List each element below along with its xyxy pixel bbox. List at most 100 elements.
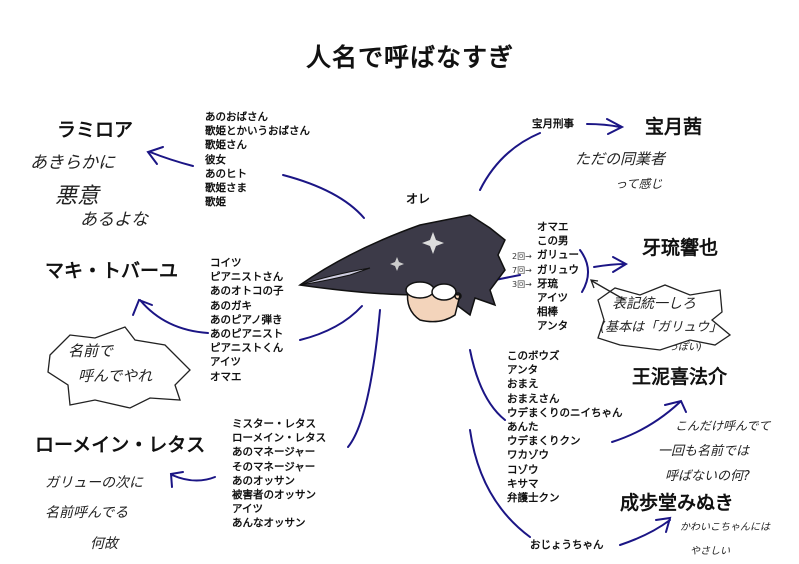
- note-line: 名前で: [68, 342, 114, 360]
- nickname: コイツ: [210, 257, 242, 269]
- character-name-romein: ローメイン・レタス: [35, 434, 206, 456]
- note-line: あるよな: [80, 210, 148, 230]
- nickname-list-akane: 宝月刑事: [532, 117, 574, 131]
- nickname-list-odoroki: このボウズ アンタ おまえ おまえさん ウデまくりのニイちゃん あんた ウデまく…: [507, 350, 623, 506]
- nickname: アイツ: [537, 291, 568, 304]
- nickname-list-maki: コイツ ピアニストさん あのオトコの子 あのガキ あのピアノ弾き あのピアニスト…: [210, 256, 284, 384]
- note-line: っぽい): [668, 342, 702, 353]
- note-line: 悪意: [55, 184, 100, 209]
- note-line: ただの同業者: [575, 150, 666, 168]
- connector-gyakuten: [494, 274, 521, 281]
- note-line: 呼ばないの何?: [665, 469, 750, 484]
- character-name-minuki: 成歩堂みぬき: [620, 492, 734, 514]
- nickname: ピアニストくん: [210, 342, 284, 355]
- nickname: あんた: [507, 420, 539, 433]
- nickname: コゾウ: [507, 463, 539, 476]
- nickname: 彼女: [205, 153, 226, 166]
- arrow-kyoya: [593, 256, 629, 273]
- nickname: ガリュー: [537, 249, 579, 262]
- nickname: 牙琉: [537, 277, 558, 290]
- nickname: 宝月刑事: [532, 118, 574, 130]
- note-line: ガリューの次に: [45, 475, 143, 491]
- nickname: あのピアニスト: [210, 327, 284, 340]
- character-name-maki: マキ・トバーユ: [45, 260, 179, 282]
- connector-romein: [347, 309, 381, 448]
- nickname: 歌姫さん: [205, 139, 247, 152]
- nickname: あんなオッサン: [232, 517, 306, 530]
- nickname: 被害者のオッサン: [232, 488, 316, 501]
- arrow-note-kyoya: [590, 279, 626, 301]
- nickname: おまえさん: [507, 392, 560, 405]
- nickname: ワカゾウ: [507, 449, 549, 462]
- nickname: あのガキ: [210, 299, 252, 312]
- character-name-kyoya: 牙琉響也: [642, 237, 719, 259]
- speech-bubble-kyoya: [597, 284, 732, 351]
- nickname: あのヒト: [205, 167, 247, 180]
- note-line: 名前呼んでる: [45, 505, 129, 521]
- arrow-ramiroa: [146, 146, 194, 167]
- arrow-akane: [586, 118, 625, 135]
- nickname-list-minuki: おじょうちゃん: [530, 538, 604, 552]
- nickname: ピアニストさん: [210, 271, 284, 284]
- nickname: おじょうちゃん: [530, 539, 604, 551]
- arrow-romein: [169, 471, 216, 488]
- nickname: ガリュウ: [537, 263, 579, 276]
- note-line: (基本は「ガリュウ」: [600, 320, 723, 335]
- nickname: 歌姫とかいうおばさん: [205, 125, 310, 138]
- nickname: アイツ: [232, 503, 263, 516]
- connector-akane: [479, 132, 541, 191]
- ore-character-head: [298, 214, 506, 323]
- note-line: って感じ: [615, 177, 663, 191]
- count-annotation: 7回→: [512, 266, 532, 275]
- note-line: 呼んでやれ: [78, 367, 153, 385]
- nickname: 歌姫さま: [205, 181, 247, 194]
- nickname: オマエ: [537, 221, 569, 233]
- nickname: 弁護士クン: [507, 491, 560, 504]
- note-line: 何故: [90, 536, 118, 552]
- note-line: 表記統一しろ: [612, 296, 696, 312]
- arrow-minuki: [619, 516, 672, 546]
- center-label: オレ: [406, 192, 431, 206]
- nickname: アンタ: [507, 364, 539, 377]
- connector-minuki: [469, 429, 531, 538]
- speech-bubble-maki: [47, 326, 191, 409]
- character-name-ramiroa: ラミロア: [57, 119, 134, 141]
- nickname: あのピアノ弾き: [210, 313, 283, 326]
- arrow-odoroki: [611, 399, 687, 443]
- nickname: アンタ: [537, 320, 569, 333]
- connector-maki: [299, 305, 363, 341]
- nickname: 相棒: [537, 306, 558, 319]
- nickname: キサマ: [507, 477, 539, 490]
- note-line: こんだけ呼んでて: [675, 419, 771, 433]
- arrow-maki: [132, 298, 209, 334]
- connector-ramiroa: [282, 174, 365, 219]
- nickname: ローメイン・レタス: [232, 432, 327, 445]
- nickname: あのおばさん: [205, 111, 268, 123]
- note-line: かわいこちゃんには: [680, 522, 770, 533]
- nickname: あのマネージャー: [232, 446, 316, 459]
- nickname-list-romein: ミスター・レタス ローメイン・レタス あのマネージャー そのマネージャー あのオ…: [232, 417, 326, 531]
- nickname: あのオッサン: [232, 474, 295, 487]
- nickname: 歌姫: [205, 196, 226, 209]
- nickname: このボウズ: [507, 350, 560, 362]
- note-line: 一回も名前では: [658, 444, 750, 459]
- nickname: そのマネージャー: [232, 460, 316, 473]
- connector-odoroki: [469, 349, 506, 421]
- character-name-odoroki: 王泥喜法介: [632, 366, 728, 388]
- nickname: おまえ: [507, 378, 539, 391]
- nickname: ウデまくりのニイちゃん: [507, 406, 623, 419]
- note-line: あきらかに: [30, 153, 115, 173]
- nickname: この男: [537, 235, 569, 248]
- nickname: ミスター・レタス: [232, 418, 316, 430]
- nickname: オマエ: [210, 370, 242, 383]
- nickname-list-ramiroa: あのおばさん 歌姫とかいうおばさん 歌姫さん 彼女 あのヒト 歌姫さま 歌姫: [205, 110, 310, 209]
- bracket-gyakuten: [579, 249, 589, 293]
- character-name-akane: 宝月茜: [645, 116, 703, 138]
- count-annotation: 3回→: [512, 280, 532, 289]
- page-title: 人名で呼ばなすぎ: [305, 43, 514, 72]
- note-line: やさしい: [690, 546, 730, 557]
- nickname: あのオトコの子: [210, 285, 284, 298]
- count-annotation: 2回→: [512, 252, 532, 261]
